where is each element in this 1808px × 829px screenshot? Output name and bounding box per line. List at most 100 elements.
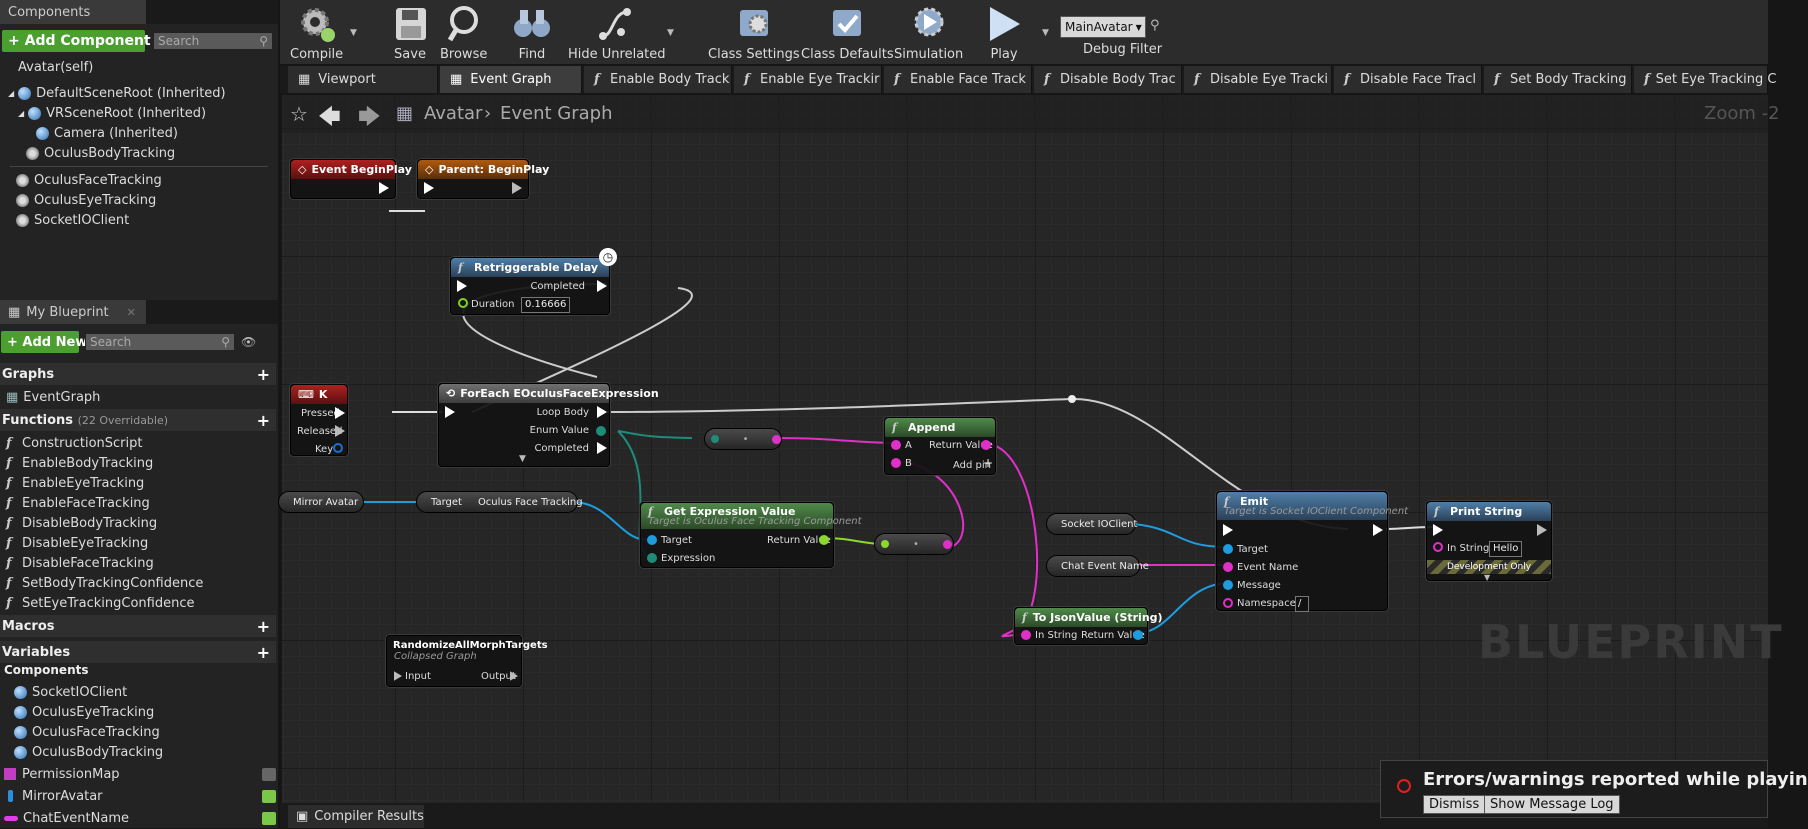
parent-beginplay-node[interactable]: ◇Parent: BeginPlay xyxy=(417,159,549,199)
struct-out-pin[interactable] xyxy=(333,443,343,453)
exec-out-pin[interactable] xyxy=(597,442,607,454)
tree-item[interactable]: OculusBodyTracking xyxy=(6,143,276,163)
tree-item[interactable]: OculusEyeTracking xyxy=(16,190,162,210)
float-in-pin[interactable] xyxy=(881,540,889,548)
exec-out-pin[interactable] xyxy=(335,407,345,419)
exec-in-pin[interactable] xyxy=(1433,524,1443,536)
variable-item[interactable]: PermissionMap xyxy=(4,763,276,785)
variable-item[interactable]: ChatEventName xyxy=(4,807,276,829)
myblueprint-search-input[interactable]: Search⚲ xyxy=(85,333,235,351)
find-button[interactable]: Find xyxy=(512,4,552,62)
play-button[interactable]: Play xyxy=(984,4,1024,62)
tree-item[interactable]: SocketIOClient xyxy=(16,210,162,230)
exec-out-pin[interactable] xyxy=(379,182,389,194)
namespace-input[interactable]: / xyxy=(1295,596,1309,612)
foreach-node[interactable]: ⟲ForEach EOculusFaceExpression Loop Body… xyxy=(438,383,659,467)
string-in-pin[interactable] xyxy=(1223,562,1233,572)
add-macro-icon[interactable]: + xyxy=(256,616,270,636)
string-in-pin[interactable] xyxy=(1223,598,1233,608)
tree-item[interactable]: OculusFaceTracking xyxy=(16,170,162,190)
hide-unrelated-button[interactable]: Hide Unrelated xyxy=(568,4,666,62)
object-out-pin[interactable] xyxy=(1133,630,1143,640)
add-pin-label[interactable]: Add pin xyxy=(953,460,992,471)
float-in-pin[interactable] xyxy=(458,298,468,308)
tree-item[interactable]: ◢VRSceneRoot (Inherited) xyxy=(6,103,276,123)
exec-out-pin[interactable] xyxy=(335,425,345,437)
myblueprint-tab[interactable]: ▦My Blueprint✕ xyxy=(0,300,146,324)
visibility-open-icon[interactable] xyxy=(262,811,276,825)
add-pin-icon[interactable]: + xyxy=(983,456,994,470)
tree-item[interactable]: Camera (Inherited) xyxy=(6,123,276,143)
simulation-button[interactable]: Simulation xyxy=(894,4,963,62)
chat-event-name-getter[interactable]: Chat Event Name xyxy=(1046,555,1149,577)
exec-out-pin[interactable] xyxy=(1373,524,1383,536)
object-in-pin[interactable] xyxy=(647,535,657,545)
variables-category[interactable]: Variables+ xyxy=(0,641,276,663)
add-component-button[interactable]: + Add Component▼ xyxy=(2,30,162,52)
enum-in-pin[interactable] xyxy=(711,435,719,443)
components-subcategory[interactable]: Components xyxy=(4,663,89,677)
exec-in-pin[interactable] xyxy=(1223,524,1233,536)
string-in-pin[interactable] xyxy=(1021,630,1031,640)
tab-viewport[interactable]: ▦Viewport xyxy=(288,66,438,93)
visibility-open-icon[interactable] xyxy=(262,789,276,803)
object-in-pin[interactable] xyxy=(1223,544,1233,554)
add-function-icon[interactable]: + xyxy=(256,410,270,430)
components-search-input[interactable]: Search⚲ xyxy=(153,32,273,50)
string-in-pin[interactable] xyxy=(891,458,901,468)
string-in-pin[interactable] xyxy=(1433,542,1443,552)
compile-button[interactable]: Compile xyxy=(290,4,343,62)
tree-item[interactable]: ◢DefaultSceneRoot (Inherited) xyxy=(6,83,276,103)
graph-canvas[interactable]: BLUEPRINT ☆ 🡄 🡆 ▦ Avatar › Event Graph Z… xyxy=(278,95,1782,803)
exec-in-pin[interactable] xyxy=(457,280,467,292)
enum-in-pin[interactable] xyxy=(647,553,657,563)
event-beginplay-node[interactable]: ◇Event BeginPlay xyxy=(290,159,412,199)
debug-object-select[interactable]: MainAvatar▼ xyxy=(1060,16,1146,38)
variable-item[interactable]: MirrorAvatar xyxy=(4,785,276,807)
key-k-node[interactable]: ⌨K Pressed Released Key xyxy=(290,384,348,456)
chevron-down-icon[interactable]: ▼ xyxy=(667,28,674,38)
exec-out-pin[interactable] xyxy=(1537,524,1547,536)
chevron-down-icon[interactable]: ▼ xyxy=(350,28,357,38)
string-out-pin[interactable] xyxy=(942,539,952,549)
eye-icon[interactable]: 👁 xyxy=(241,335,257,349)
search-icon[interactable]: ⚲ xyxy=(1150,18,1160,33)
collapsed-graph-node[interactable]: RandomizeAllMorphTargets Collapsed Graph… xyxy=(386,635,548,687)
expand-arrow-icon[interactable]: ▼ xyxy=(519,454,526,464)
functions-category[interactable]: Functions (22 Overridable)+ xyxy=(0,409,276,431)
string-in-pin[interactable] xyxy=(891,440,901,450)
class-settings-button[interactable]: Class Settings xyxy=(708,4,800,62)
star-icon[interactable]: ☆ xyxy=(290,102,308,126)
eventgraph-item[interactable]: ▦EventGraph xyxy=(6,387,100,407)
duration-input[interactable]: 0.16666 xyxy=(521,297,571,313)
back-arrow-icon[interactable]: 🡄 xyxy=(318,105,341,130)
components-tab[interactable]: Components xyxy=(0,0,146,24)
in-string-input[interactable]: Hello xyxy=(1489,541,1523,557)
macros-category[interactable]: Macros+ xyxy=(0,615,276,637)
variable-item[interactable]: OculusBodyTracking xyxy=(14,742,163,762)
add-graph-icon[interactable]: + xyxy=(256,364,270,384)
exec-out-pin[interactable] xyxy=(512,182,522,194)
exec-in-pin[interactable] xyxy=(394,671,402,681)
visibility-closed-icon[interactable] xyxy=(262,767,276,781)
socketioclient-getter[interactable]: Socket IOClient xyxy=(1046,513,1137,535)
add-new-button[interactable]: + Add New▼ xyxy=(1,331,96,353)
